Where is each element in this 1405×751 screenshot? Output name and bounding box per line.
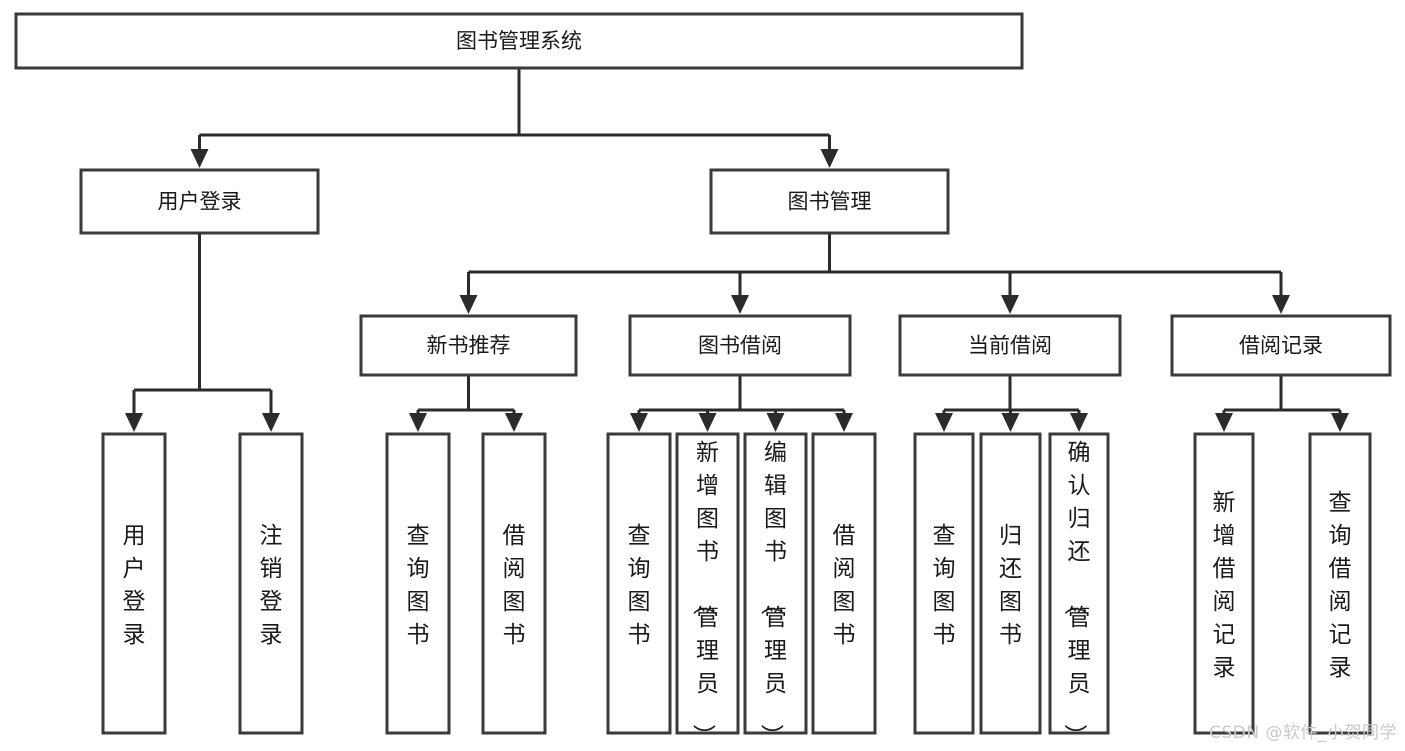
level2-node-0[interactable]: 用户登录 xyxy=(79,168,320,235)
level3-node-3-box[interactable] xyxy=(1170,314,1392,377)
book-mgmt-arrow xyxy=(1001,295,1019,314)
root-arrow xyxy=(820,149,839,168)
leaf-node-6-box[interactable] xyxy=(743,432,808,735)
l3-2-arrow xyxy=(935,413,953,432)
level3-node-3[interactable]: 借阅记录 xyxy=(1170,314,1392,377)
leaf-node-0-box[interactable] xyxy=(101,432,167,735)
level3-node-1-label: 图书借阅 xyxy=(698,334,782,358)
leaf-node-5-label: 新增图书（管理员） xyxy=(690,440,719,747)
leaf-node-7[interactable]: 借阅图书 xyxy=(811,432,877,735)
l3-2-arrow xyxy=(1070,413,1088,432)
l3-1-arrow xyxy=(835,413,853,432)
leaf-node-6-label: 编辑图书（管理员） xyxy=(758,440,787,747)
leaf-node-4-label: 查询图书 xyxy=(628,523,651,648)
leaf-node-5-box[interactable] xyxy=(675,432,740,735)
leaf-node-2[interactable]: 查询图书 xyxy=(385,432,451,735)
level3-node-2-box[interactable] xyxy=(898,314,1122,377)
leaf-node-7-label: 借阅图书 xyxy=(833,523,856,648)
leaf-node-12[interactable]: 查询借阅记录 xyxy=(1308,432,1372,735)
leaf-node-11-box[interactable] xyxy=(1193,432,1255,735)
leaf-node-11-label: 新增借阅记录 xyxy=(1213,490,1236,681)
leaf-node-8-box[interactable] xyxy=(913,432,975,735)
l3-3-arrow xyxy=(1331,413,1349,432)
node-layer: 图书管理系统用户登录图书管理新书推荐图书借阅当前借阅借阅记录用户登录注销登录查询… xyxy=(14,12,1392,747)
leaf-node-0[interactable]: 用户登录 xyxy=(101,432,167,735)
l3-1-arrow xyxy=(766,413,785,432)
root-arrow xyxy=(190,149,209,168)
leaf-node-3[interactable]: 借阅图书 xyxy=(481,432,547,735)
leaf-node-7-box[interactable] xyxy=(811,432,877,735)
book-mgmt-arrow xyxy=(1272,295,1290,314)
leaf-node-5[interactable]: 新增图书（管理员） xyxy=(675,432,740,747)
leaf-node-9-box[interactable] xyxy=(979,432,1042,735)
level2-node-1-label: 图书管理 xyxy=(788,190,872,214)
leaf-node-3-box[interactable] xyxy=(481,432,547,735)
leaf-node-1[interactable]: 注销登录 xyxy=(238,432,304,735)
leaf-node-8[interactable]: 查询图书 xyxy=(913,432,975,735)
leaf-node-1-box[interactable] xyxy=(238,432,304,735)
level3-node-3-label: 借阅记录 xyxy=(1239,334,1323,358)
root-node-label: 图书管理系统 xyxy=(456,29,582,53)
leaf-node-2-box[interactable] xyxy=(385,432,451,735)
l3-2-arrow xyxy=(1001,413,1020,432)
leaf-node-8-label: 查询图书 xyxy=(933,523,956,648)
root-node-box[interactable] xyxy=(14,12,1024,70)
level2-node-0-label: 用户登录 xyxy=(158,190,242,214)
leaf-node-2-label: 查询图书 xyxy=(407,523,430,648)
leaf-node-3-label: 借阅图书 xyxy=(503,523,526,648)
l3-3-arrow xyxy=(1215,413,1233,432)
user-login-arrow xyxy=(262,413,280,432)
l3-1-arrow xyxy=(630,413,648,432)
leaf-node-12-label: 查询借阅记录 xyxy=(1329,490,1352,681)
leaf-node-0-label: 用户登录 xyxy=(123,523,146,648)
connector-layer xyxy=(125,68,1349,432)
leaf-node-12-box[interactable] xyxy=(1308,432,1372,735)
leaf-node-9-label: 归还图书 xyxy=(999,523,1022,648)
user-login-arrow xyxy=(125,413,143,432)
l3-0-arrow xyxy=(505,413,523,432)
level3-node-1-box[interactable] xyxy=(628,314,852,377)
book-mgmt-arrow xyxy=(731,295,749,314)
leaf-node-10-label: 确认归还（管理员） xyxy=(1062,440,1091,747)
leaf-node-9[interactable]: 归还图书 xyxy=(979,432,1042,735)
level3-node-0-label: 新书推荐 xyxy=(427,334,511,358)
level2-node-0-box[interactable] xyxy=(79,168,320,235)
level3-node-0[interactable]: 新书推荐 xyxy=(359,314,578,377)
level3-node-0-box[interactable] xyxy=(359,314,578,377)
leaf-node-4[interactable]: 查询图书 xyxy=(606,432,672,735)
level2-node-1-box[interactable] xyxy=(709,168,950,235)
level3-node-1[interactable]: 图书借阅 xyxy=(628,314,852,377)
leaf-node-10[interactable]: 确认归还（管理员） xyxy=(1048,432,1110,747)
l3-0-arrow xyxy=(409,413,427,432)
level3-node-2-label: 当前借阅 xyxy=(968,334,1052,358)
root-node[interactable]: 图书管理系统 xyxy=(14,12,1024,70)
l3-1-arrow xyxy=(698,413,717,432)
leaf-node-10-box[interactable] xyxy=(1048,432,1110,735)
leaf-node-1-label: 注销登录 xyxy=(260,523,283,648)
watermark-text: CSDN @软件_小贺同学 xyxy=(1209,723,1397,743)
level3-node-2[interactable]: 当前借阅 xyxy=(898,314,1122,377)
book-mgmt-arrow xyxy=(459,295,478,314)
leaf-node-4-box[interactable] xyxy=(606,432,672,735)
leaf-node-6[interactable]: 编辑图书（管理员） xyxy=(743,432,808,747)
level2-node-1[interactable]: 图书管理 xyxy=(709,168,950,235)
leaf-node-11[interactable]: 新增借阅记录 xyxy=(1193,432,1255,735)
